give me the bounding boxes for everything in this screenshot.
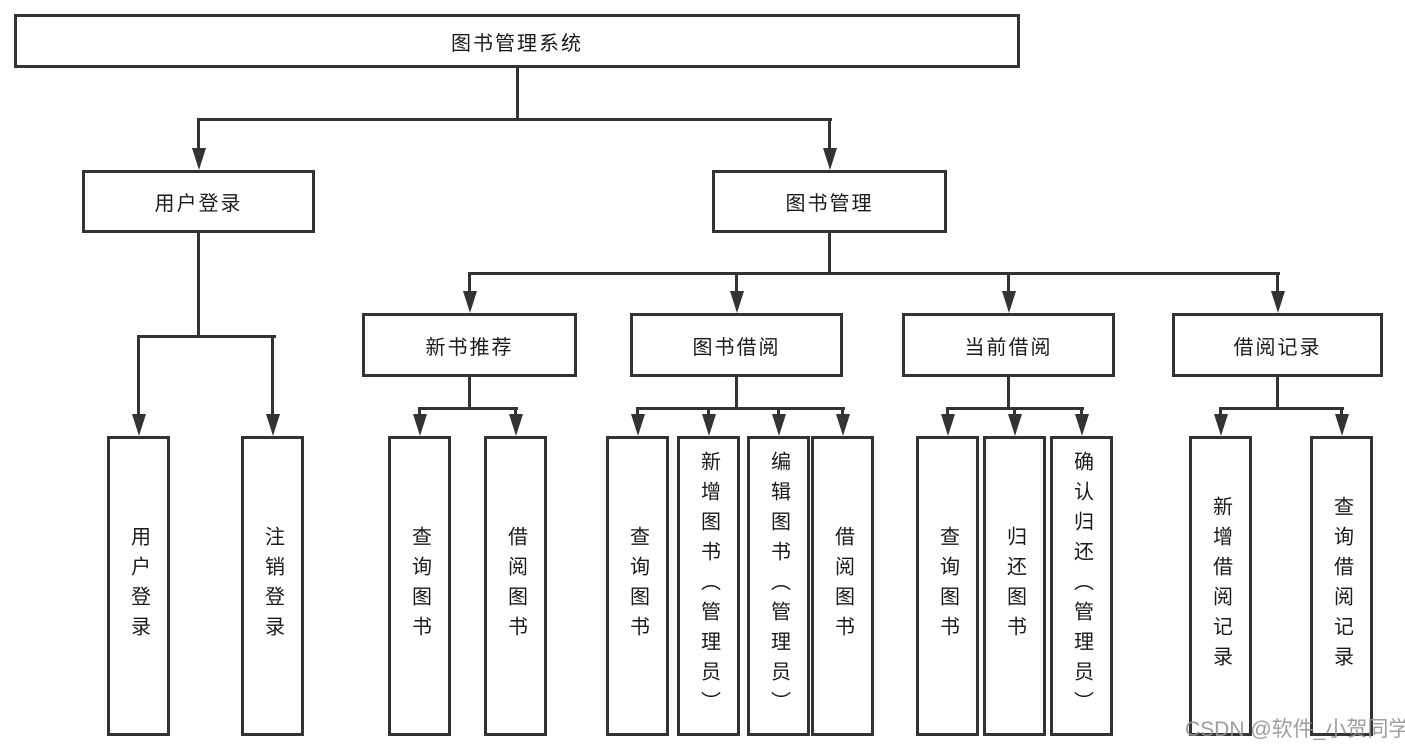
connector-line bbox=[707, 407, 710, 420]
leaf-query-borrow-record-label: 查询借阅记录 bbox=[1330, 496, 1353, 676]
arrow-down-icon bbox=[1270, 291, 1285, 313]
watermark: CSDN @软件_小贺同学 bbox=[1185, 718, 1405, 741]
connector-line bbox=[468, 272, 471, 297]
connector-line bbox=[271, 335, 274, 420]
node-book-management: 图书管理 bbox=[712, 170, 947, 233]
arrow-down-icon bbox=[462, 291, 477, 313]
leaf-query-books-recommend: 查询图书 bbox=[388, 436, 451, 736]
leaf-borrow-books-label: 借阅图书 bbox=[831, 526, 854, 646]
connector-line bbox=[636, 407, 639, 420]
arrow-down-icon bbox=[822, 148, 837, 170]
connector-line bbox=[828, 233, 831, 275]
connector-line bbox=[1219, 407, 1222, 420]
arrow-down-icon bbox=[1074, 414, 1089, 436]
leaf-borrow-books-recommend-label: 借阅图书 bbox=[504, 526, 527, 646]
node-new-book-recommend: 新书推荐 bbox=[362, 313, 577, 377]
connector-line bbox=[1007, 377, 1010, 409]
connector-line bbox=[137, 335, 140, 420]
connector-line bbox=[1276, 377, 1279, 409]
leaf-borrow-books-recommend: 借阅图书 bbox=[484, 436, 547, 736]
leaf-return-book-label: 归还图书 bbox=[1003, 526, 1026, 646]
leaf-add-book-admin: 新增图书（管理员） bbox=[677, 436, 740, 736]
leaf-edit-book-admin: 编辑图书（管理员） bbox=[747, 436, 810, 736]
arrow-down-icon bbox=[412, 414, 427, 436]
connector-line bbox=[418, 407, 518, 410]
connector-line bbox=[1340, 407, 1343, 420]
connector-line bbox=[1276, 272, 1279, 297]
connector-line bbox=[418, 407, 421, 420]
leaf-query-books-current-label: 查询图书 bbox=[936, 526, 959, 646]
arrow-down-icon bbox=[630, 414, 645, 436]
leaf-add-borrow-record: 新增借阅记录 bbox=[1189, 436, 1252, 736]
connector-line bbox=[841, 407, 844, 420]
connector-line bbox=[1080, 407, 1083, 420]
connector-line bbox=[1007, 272, 1010, 297]
connector-line bbox=[197, 233, 200, 337]
connector-line bbox=[1013, 407, 1016, 420]
node-borrow-records: 借阅记录 bbox=[1172, 313, 1383, 377]
connector-line bbox=[468, 272, 1280, 275]
leaf-add-borrow-record-label: 新增借阅记录 bbox=[1209, 496, 1232, 676]
leaf-query-books-current: 查询图书 bbox=[916, 436, 979, 736]
connector-line bbox=[735, 377, 738, 409]
arrow-down-icon bbox=[1213, 414, 1228, 436]
arrow-down-icon bbox=[729, 291, 744, 313]
node-current-borrow: 当前借阅 bbox=[902, 313, 1115, 377]
leaf-query-books-recommend-label: 查询图书 bbox=[408, 526, 431, 646]
leaf-edit-book-admin-label: 编辑图书（管理员） bbox=[767, 451, 790, 721]
leaf-user-login-label: 用户登录 bbox=[127, 526, 150, 646]
leaf-add-book-admin-label: 新增图书（管理员） bbox=[697, 451, 720, 721]
leaf-query-books-borrow: 查询图书 bbox=[606, 436, 669, 736]
connector-line bbox=[828, 118, 831, 154]
node-book-borrow: 图书借阅 bbox=[630, 313, 843, 377]
connector-line bbox=[636, 407, 845, 410]
connector-line bbox=[1219, 407, 1344, 410]
arrow-down-icon bbox=[835, 414, 850, 436]
arrow-down-icon bbox=[701, 414, 716, 436]
leaf-logout: 注销登录 bbox=[241, 436, 304, 736]
arrow-down-icon bbox=[940, 414, 955, 436]
leaf-logout-label: 注销登录 bbox=[261, 526, 284, 646]
node-user-login: 用户登录 bbox=[82, 170, 315, 233]
leaf-query-borrow-record: 查询借阅记录 bbox=[1310, 436, 1373, 736]
arrow-down-icon bbox=[771, 414, 786, 436]
connector-line bbox=[137, 335, 276, 338]
leaf-confirm-return-admin-label: 确认归还（管理员） bbox=[1070, 451, 1093, 721]
arrow-down-icon bbox=[265, 414, 280, 436]
leaf-query-books-borrow-label: 查询图书 bbox=[626, 526, 649, 646]
arrow-down-icon bbox=[508, 414, 523, 436]
arrow-down-icon bbox=[191, 148, 206, 170]
leaf-borrow-books: 借阅图书 bbox=[811, 436, 874, 736]
connector-line bbox=[514, 407, 517, 420]
connector-line bbox=[468, 377, 471, 409]
node-library-management-system: 图书管理系统 bbox=[14, 14, 1020, 68]
connector-line bbox=[777, 407, 780, 420]
connector-line bbox=[515, 68, 519, 120]
connector-line bbox=[197, 118, 832, 121]
leaf-user-login: 用户登录 bbox=[107, 436, 170, 736]
arrow-down-icon bbox=[131, 414, 146, 436]
connector-line bbox=[735, 272, 738, 297]
arrow-down-icon bbox=[1007, 414, 1022, 436]
leaf-confirm-return-admin: 确认归还（管理员） bbox=[1050, 436, 1113, 736]
leaf-return-book: 归还图书 bbox=[983, 436, 1046, 736]
connector-line bbox=[197, 118, 200, 154]
arrow-down-icon bbox=[1001, 291, 1016, 313]
connector-line bbox=[946, 407, 949, 420]
arrow-down-icon bbox=[1334, 414, 1349, 436]
